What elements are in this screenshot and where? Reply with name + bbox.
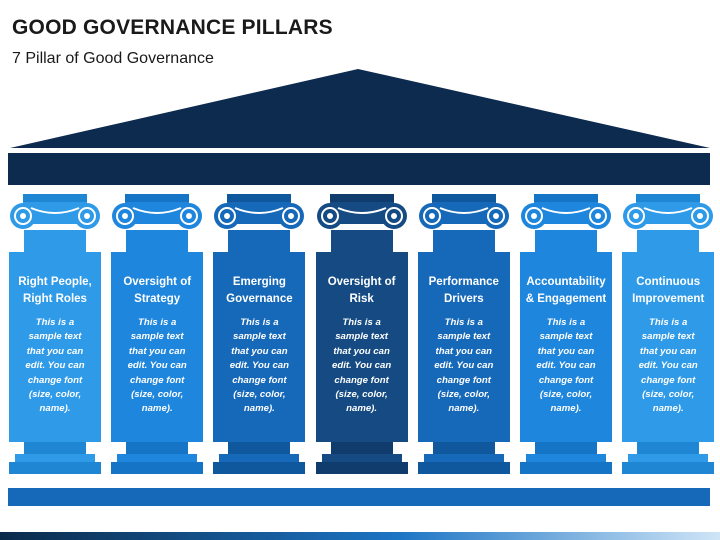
pillar-neck bbox=[126, 442, 189, 454]
pillar: Oversight of Risk This is a sample text … bbox=[315, 192, 408, 486]
pillar-neck bbox=[330, 442, 393, 454]
pillar-plinth bbox=[417, 462, 510, 474]
pillar-shaft bbox=[637, 230, 700, 254]
pillar-text: This is a sample text that you can edit.… bbox=[332, 317, 392, 415]
pillar-title: Accountability & Engagement bbox=[525, 276, 607, 305]
pillar-title: Oversight of Risk bbox=[327, 276, 396, 305]
pillar-panel: Accountability & Engagement This is a sa… bbox=[520, 252, 612, 442]
pillar-panel: Right People, Right Roles This is a samp… bbox=[9, 252, 101, 442]
pillar-plinth-top bbox=[15, 454, 95, 462]
pillar-plinth bbox=[213, 462, 306, 474]
pillar-text: This is a sample text that you can edit.… bbox=[536, 317, 596, 415]
pillar-capital bbox=[10, 194, 100, 229]
pillar-capital bbox=[112, 194, 203, 229]
pillar-capital bbox=[521, 194, 611, 229]
pillar-panel: Oversight of Strategy This is a sample t… bbox=[111, 252, 204, 442]
pillar-neck bbox=[432, 442, 495, 454]
roof-beam bbox=[8, 153, 710, 185]
page-title: GOOD GOVERNANCE PILLARS bbox=[12, 16, 333, 39]
pillar-shaft bbox=[24, 230, 86, 254]
pillar-neck bbox=[637, 442, 700, 454]
pillar-plinth-top bbox=[321, 454, 402, 462]
pillar-text: This is a sample text that you can edit.… bbox=[434, 317, 494, 415]
pillar-panel: Performance Drivers This is a sample tex… bbox=[417, 252, 510, 442]
pillar-text: This is a sample text that you can edit.… bbox=[229, 317, 289, 415]
pillar-text: This is a sample text that you can edit.… bbox=[25, 317, 85, 415]
pillar: Emerging Governance This is a sample tex… bbox=[213, 192, 306, 486]
pillar-text: This is a sample text that you can edit.… bbox=[127, 317, 187, 415]
pillar: Right People, Right Roles This is a samp… bbox=[9, 192, 101, 486]
pillar-shaft bbox=[228, 230, 291, 254]
pillar-capital bbox=[316, 194, 407, 229]
pillar-shaft bbox=[432, 230, 495, 254]
pillar-title: Emerging Governance bbox=[226, 276, 293, 305]
pillar-plinth-top bbox=[219, 454, 300, 462]
pillar-plinth bbox=[111, 462, 204, 474]
pillar-plinth-top bbox=[117, 454, 198, 462]
pillar-plinth bbox=[520, 462, 612, 474]
pillar-plinth-top bbox=[628, 454, 709, 462]
pillar-title: Performance Drivers bbox=[428, 276, 499, 305]
pillar: Performance Drivers This is a sample tex… bbox=[417, 192, 510, 486]
pillar-plinth-top bbox=[526, 454, 606, 462]
pillar-plinth bbox=[9, 462, 101, 474]
pillar-neck bbox=[24, 442, 86, 454]
pillar-plinth-top bbox=[423, 454, 504, 462]
page-subtitle: 7 Pillar of Good Governance bbox=[12, 50, 214, 67]
pillar-shaft bbox=[330, 230, 393, 254]
pillar-capital bbox=[214, 194, 305, 229]
roof-pediment bbox=[10, 69, 710, 148]
pillar-panel: Continuous Improvement This is a sample … bbox=[622, 252, 715, 442]
pillar-panel: Emerging Governance This is a sample tex… bbox=[213, 252, 306, 442]
pillar: Accountability & Engagement This is a sa… bbox=[520, 192, 612, 486]
pillar-title: Right People, Right Roles bbox=[18, 276, 92, 305]
pillar-capital bbox=[418, 194, 509, 229]
pillar-title: Continuous Improvement bbox=[632, 276, 705, 305]
pillar-neck bbox=[535, 442, 597, 454]
pillar-plinth bbox=[622, 462, 715, 474]
pillar: Oversight of Strategy This is a sample t… bbox=[111, 192, 204, 486]
floor-base bbox=[8, 488, 710, 506]
pillar-panel: Oversight of Risk This is a sample text … bbox=[315, 252, 408, 442]
pillar-text: This is a sample text that you can edit.… bbox=[638, 317, 698, 415]
bottom-bar bbox=[0, 532, 720, 540]
pillar-title: Oversight of Strategy bbox=[123, 276, 192, 305]
pillar-capital bbox=[623, 194, 714, 229]
pillar-plinth bbox=[315, 462, 408, 474]
pillar-shaft bbox=[126, 230, 189, 254]
pillar-neck bbox=[228, 442, 291, 454]
pillar: Continuous Improvement This is a sample … bbox=[622, 192, 715, 486]
pillar-shaft bbox=[535, 230, 597, 254]
